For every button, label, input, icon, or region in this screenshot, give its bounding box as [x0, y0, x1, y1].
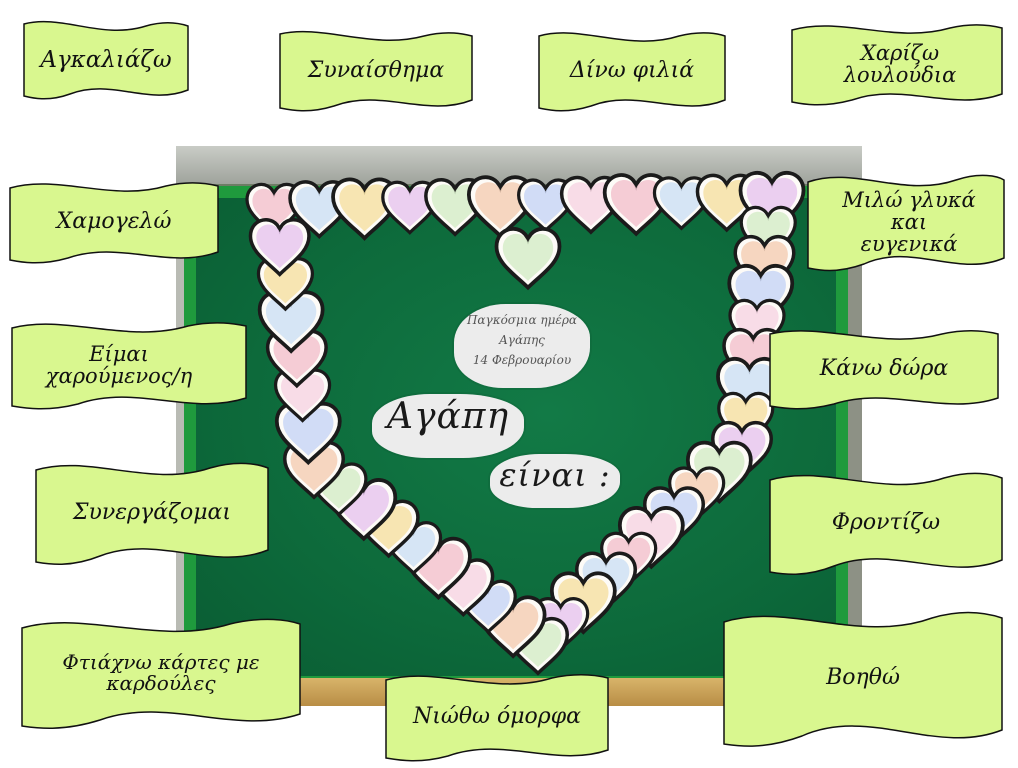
- label-help-text: Βοηθώ: [826, 665, 900, 691]
- heart-drawing: [273, 368, 332, 423]
- label-smile-text: Χαμογελώ: [56, 209, 172, 235]
- board-subtitle: είναι :: [499, 456, 611, 494]
- label-hug-text: Αγκαλιάζω: [40, 46, 172, 73]
- label-smile: Χαμογελώ: [8, 178, 220, 266]
- label-hug: Αγκαλιάζω: [22, 18, 190, 102]
- label-feel-beautiful: Νιώθω όμορφα: [384, 670, 610, 764]
- bulletin-board-photo: Παγκόσμια ημέρα Αγάπης 14 Φεβρουαρίου Αγ…: [176, 146, 862, 706]
- subtitle-cloud: [490, 454, 620, 508]
- label-feeling: Συναίσθημα: [278, 28, 474, 114]
- heart-drawing: [257, 290, 325, 354]
- label-help: Βοηθώ: [722, 606, 1004, 750]
- label-care: Φροντίζω: [768, 468, 1004, 578]
- board-title: Αγάπη: [386, 396, 510, 437]
- heart-drawing: [248, 218, 311, 277]
- label-feel-beautiful-text: Νιώθω όμορφα: [413, 704, 581, 730]
- title-cloud: [372, 394, 524, 458]
- label-give-gifts-text: Κάνω δώρα: [819, 356, 949, 382]
- label-care-text: Φροντίζω: [831, 510, 941, 536]
- label-make-cards: Φτιάχνω κάρτες με καρδούλες: [20, 614, 302, 732]
- label-make-cards-text: Φτιάχνω κάρτες με καρδούλες: [62, 650, 260, 695]
- label-speak-kindly: Μιλώ γλυκά και ευγενικά: [806, 170, 1006, 274]
- label-give-flowers-text: Χαρίζω λουλούδια: [843, 40, 957, 87]
- label-speak-kindly-text: Μιλώ γλυκά και ευγενικά: [842, 187, 976, 257]
- note-cloud: [454, 304, 590, 388]
- label-give-gifts: Κάνω δώρα: [768, 326, 1000, 412]
- heart-drawing: [274, 401, 342, 466]
- label-feeling-text: Συναίσθημα: [307, 58, 445, 84]
- note-line-2: Αγάπης: [499, 333, 545, 347]
- label-give-flowers: Χαρίζω λουλούδια: [790, 20, 1004, 108]
- label-give-kiss: Δίνω φιλιά: [537, 28, 727, 114]
- label-cooperate-text: Συνεργάζομαι: [73, 500, 231, 526]
- label-give-kiss-text: Δίνω φιλιά: [569, 58, 695, 84]
- heart-drawing: [381, 180, 439, 235]
- note-line-3: 14 Φεβρουαρίου: [472, 353, 572, 367]
- board-note: Παγκόσμια ημέρα Αγάπης 14 Φεβρουαρίου: [454, 310, 590, 370]
- heart-ring: [245, 171, 806, 676]
- label-happy: Είμαι χαρούμενος/η: [10, 318, 248, 412]
- label-cooperate: Συνεργάζομαι: [34, 458, 270, 568]
- heart-drawing: [494, 227, 562, 291]
- note-line-1: Παγκόσμια ημέρα: [466, 313, 578, 327]
- label-happy-text: Είμαι χαρούμενος/η: [45, 341, 193, 388]
- heart-drawing: [256, 257, 315, 312]
